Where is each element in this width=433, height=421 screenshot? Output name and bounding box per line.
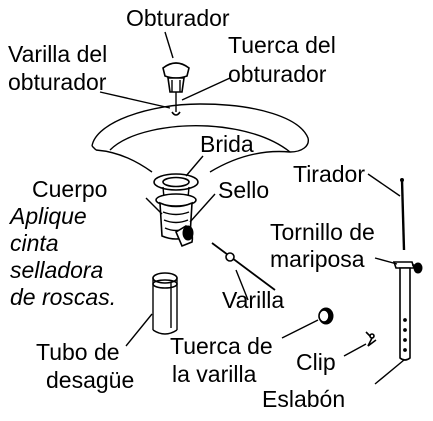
tailpiece-part (152, 272, 178, 335)
pivot-rod-part (211, 242, 276, 291)
label-eslabon: Eslabón (262, 386, 346, 412)
label-tornillo-mariposa-line1: Tornillo de (270, 219, 375, 245)
label-tornillo-mariposa-line2: mariposa (270, 246, 365, 272)
note-cinta-line2: cinta (10, 230, 59, 256)
label-brida: Brida (200, 131, 254, 157)
label-cuerpo: Cuerpo (32, 176, 108, 202)
drain-body-part (155, 193, 197, 248)
label-tuerca-obturador-line2: obturador (228, 61, 327, 87)
clip-part (365, 331, 377, 347)
stopper-part (162, 62, 190, 116)
label-clip: Clip (296, 349, 336, 375)
note-cinta-line4: de roscas. (10, 284, 117, 310)
label-tubo-desague-line1: Tubo de (36, 339, 120, 365)
label-tirador: Tirador (293, 161, 365, 187)
note-cinta-line1: Aplique (10, 203, 87, 229)
label-sello: Sello (218, 177, 270, 203)
note-cinta-line3: selladora (10, 257, 104, 283)
label-tuerca-varilla-line1: Tuerca de (170, 333, 273, 359)
label-obturador: Obturador (126, 5, 230, 31)
label-varilla-obturador-line1: Varilla del (8, 41, 108, 67)
leader-lines (99, 31, 405, 385)
label-tuerca-varilla-line2: la varilla (172, 361, 257, 387)
label-varilla-obturador-line2: obturador (8, 69, 107, 95)
thumbscrew-part (392, 261, 423, 274)
pivot-nut-part (318, 307, 334, 325)
label-tubo-desague-line2: desagüe (46, 367, 135, 393)
label-varilla: Varilla (222, 287, 285, 313)
lift-rod-part (400, 178, 406, 251)
sink-basin (91, 103, 309, 173)
label-tuerca-obturador-line1: Tuerca del (228, 32, 336, 58)
clevis-strap-part (399, 267, 411, 361)
